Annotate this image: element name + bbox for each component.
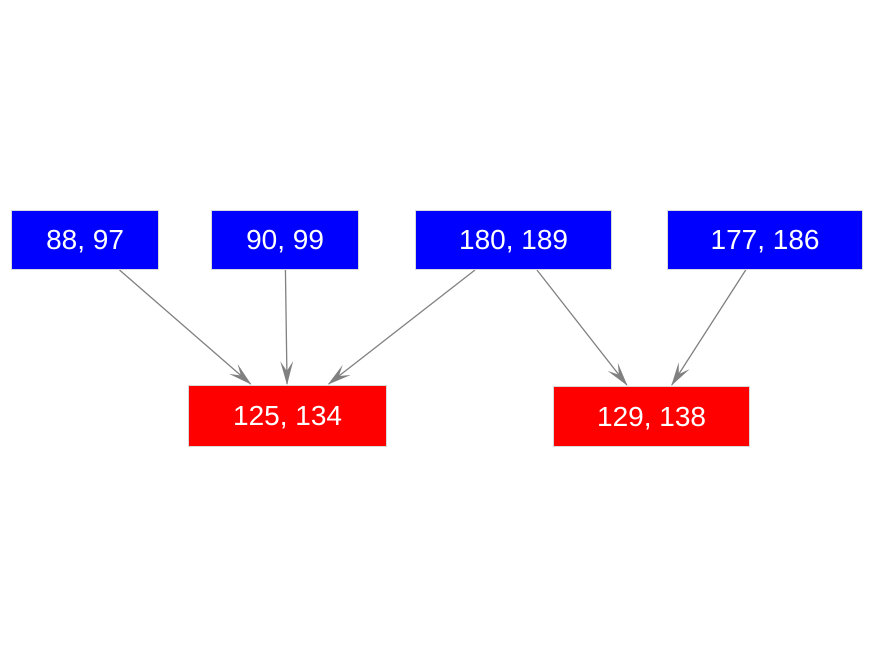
edge-group bbox=[119, 269, 747, 386]
graph-node-b4: 177, 186 bbox=[667, 210, 863, 270]
edge-b3-r2 bbox=[536, 269, 628, 386]
graph-node-r1: 125, 134 bbox=[188, 385, 387, 447]
node-label: 125, 134 bbox=[233, 400, 342, 431]
graph-node-b2: 90, 99 bbox=[211, 210, 359, 270]
node-label: 129, 138 bbox=[597, 400, 706, 432]
graph-node-b1: 88, 97 bbox=[11, 210, 159, 270]
node-label: 180, 189 bbox=[459, 224, 568, 255]
node-label: 177, 186 bbox=[710, 224, 820, 255]
edge-b3-r1 bbox=[327, 269, 476, 385]
node-label: 90, 99 bbox=[246, 224, 324, 255]
graph-node-r2: 129, 138 bbox=[553, 386, 750, 447]
edge-b4-r2 bbox=[671, 269, 747, 386]
edge-b2-r1 bbox=[280, 269, 294, 385]
edge-b1-r1 bbox=[119, 269, 252, 385]
graph-node-b3: 180, 189 bbox=[415, 210, 612, 270]
node-label: 88, 97 bbox=[46, 224, 124, 255]
